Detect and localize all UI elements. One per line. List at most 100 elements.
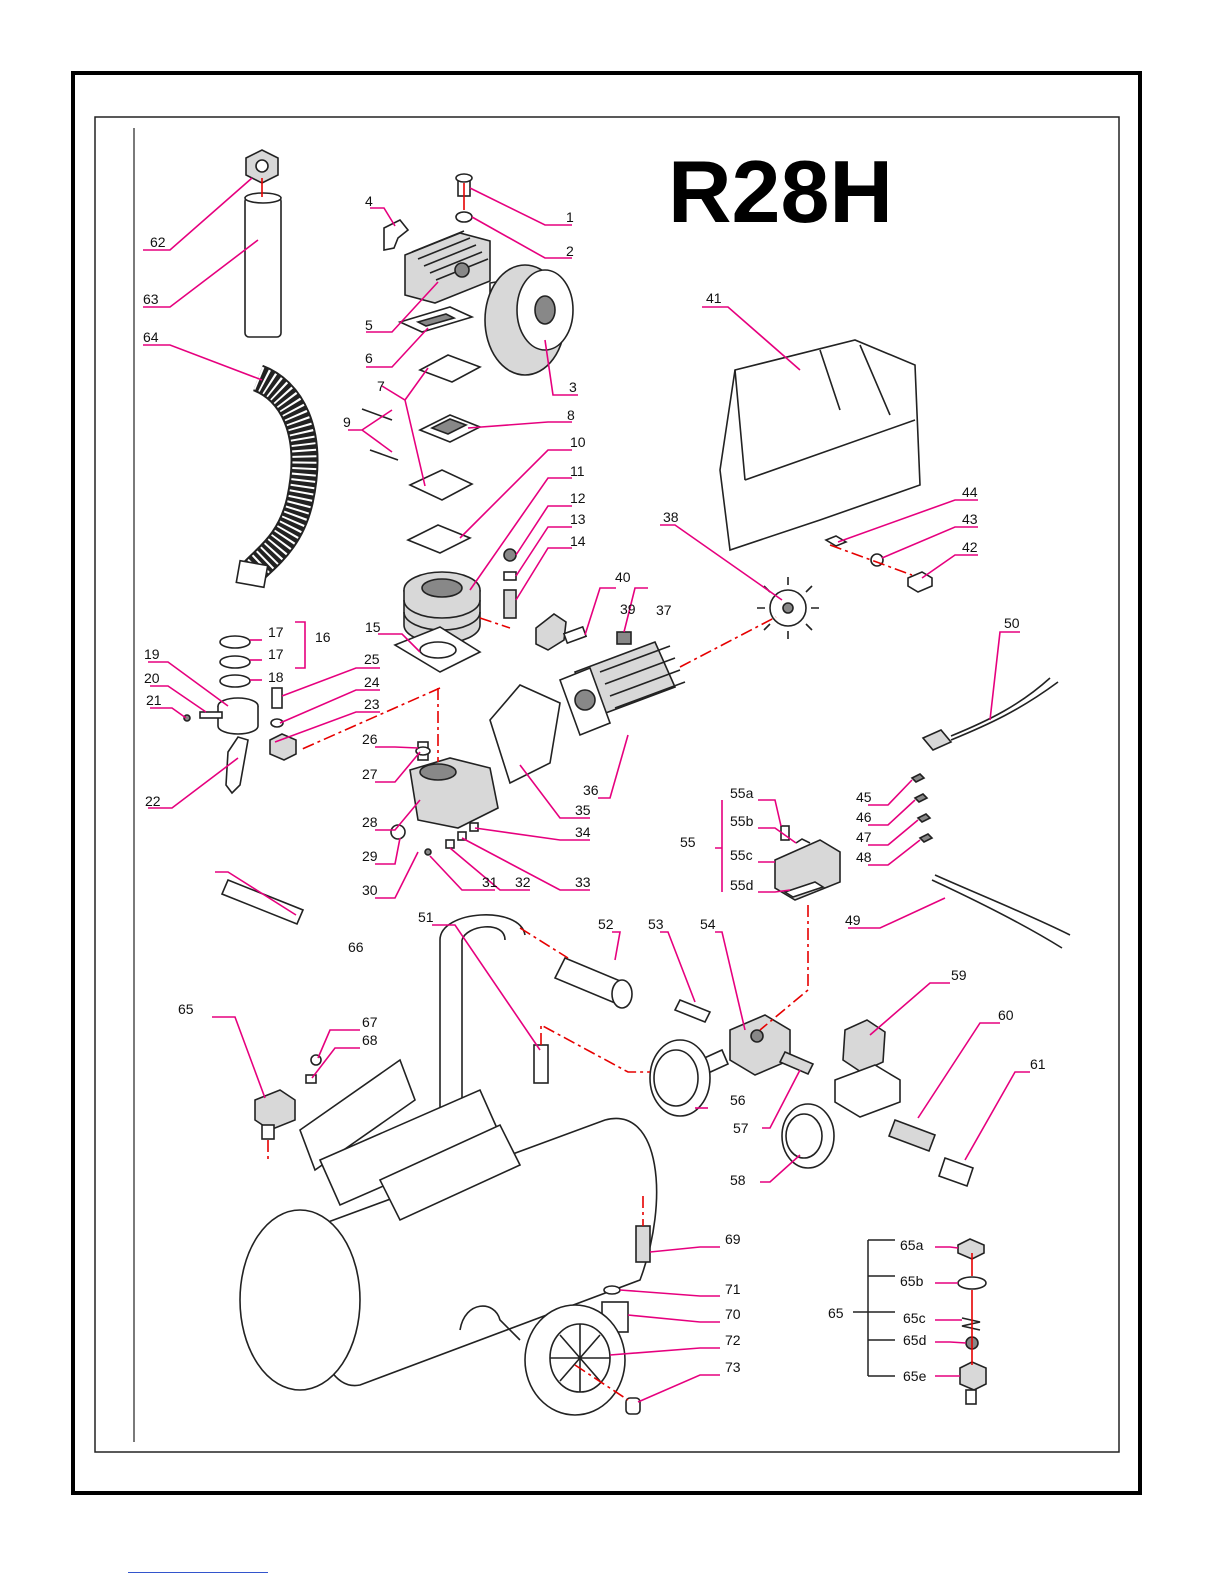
label-66: 66 [348,939,364,955]
label-24: 24 [364,674,380,690]
label-53: 53 [648,916,664,932]
label-29: 29 [362,848,378,864]
pressure-switch-55 [775,826,840,900]
label-65-group: 65 [828,1305,844,1321]
label-10: 10 [570,434,586,450]
washer-2 [456,212,472,222]
cap-65a [958,1239,984,1259]
label-17a: 17 [268,624,284,640]
cap-73 [626,1398,640,1414]
label-54: 54 [700,916,716,932]
label-44: 44 [962,484,978,500]
label-46: 46 [856,809,872,825]
scroll-indicator-bar [128,1572,268,1573]
pin-20 [200,712,222,718]
label-57: 57 [733,1120,749,1136]
pulley-3 [485,265,573,375]
label-25: 25 [364,651,380,667]
label-64: 64 [143,329,159,345]
label-55: 55 [680,834,696,850]
label-34: 34 [575,824,591,840]
part-14 [504,590,516,618]
label-17b: 17 [268,646,284,662]
label-12: 12 [570,490,586,506]
ring-71 [604,1286,620,1294]
label-73: 73 [725,1359,741,1375]
eccentric-23 [270,734,296,760]
label-60: 60 [998,1007,1014,1023]
part-37 [617,632,631,644]
belt-guard-41 [720,340,920,550]
fan-38 [757,577,819,639]
label-21: 21 [146,692,162,708]
label-13: 13 [570,511,586,527]
part-34 [470,823,478,831]
label-11: 11 [570,463,585,479]
label-56: 56 [730,1092,746,1108]
label-27: 27 [362,766,378,782]
screw-25 [272,688,282,708]
crankcase-28 [410,758,498,828]
label-6: 6 [365,350,373,366]
part-39 [564,627,586,643]
label-70: 70 [725,1306,741,1322]
label-63: 63 [143,291,159,307]
label-65d: 65d [903,1332,926,1348]
model-title: R28H [668,142,893,241]
label-36: 36 [583,782,599,798]
body-65e [960,1362,986,1390]
label-32: 32 [515,874,531,890]
label-1: 1 [566,209,574,225]
manifold-54 [730,1015,790,1075]
spring-65c [962,1318,980,1330]
pin-9a [362,409,392,420]
label-55c: 55c [730,847,753,863]
label-43: 43 [962,511,978,527]
label-65b: 65b [900,1273,924,1289]
terminal-45 [912,774,924,782]
valve-69 [636,1226,650,1262]
label-48: 48 [856,849,872,865]
label-2: 2 [566,243,574,259]
label-47: 47 [856,829,872,845]
label-9: 9 [343,414,351,430]
label-16: 16 [315,629,331,645]
label-71: 71 [725,1281,741,1297]
cylinder-head-5 [405,231,490,303]
label-49: 49 [845,912,861,928]
label-41: 41 [706,290,722,306]
cable-49 [932,875,1070,948]
label-39: 39 [620,601,636,617]
label-40: 40 [615,569,631,585]
label-30: 30 [362,882,378,898]
label-50: 50 [1004,615,1020,631]
part-32 [446,840,454,848]
label-5: 5 [365,317,373,333]
gasket-10 [408,525,470,553]
tube-66 [222,880,303,924]
label-62: 62 [150,234,166,250]
label-37: 37 [656,602,672,618]
label-58: 58 [730,1172,746,1188]
label-35: 35 [575,802,591,818]
label-7: 7 [377,378,385,394]
gasket-35 [490,685,560,783]
label-55d: 55d [730,877,753,893]
regulator-59 [835,1020,900,1117]
label-42: 42 [962,539,978,555]
label-3: 3 [569,379,577,395]
motor-36 [560,642,685,735]
label-51: 51 [418,909,434,925]
label-65e: 65e [903,1368,927,1384]
label-22: 22 [145,793,161,809]
label-15: 15 [365,619,381,635]
terminal-47 [918,814,930,822]
ring-17a [220,636,250,648]
valve-plate-7b [410,470,472,500]
fitting-57 [780,1052,813,1074]
part-drawings [184,150,1070,1415]
label-20: 20 [144,670,160,686]
coupler-61 [939,1158,973,1186]
pin-9b [370,450,398,460]
label-65a: 65a [900,1237,924,1253]
